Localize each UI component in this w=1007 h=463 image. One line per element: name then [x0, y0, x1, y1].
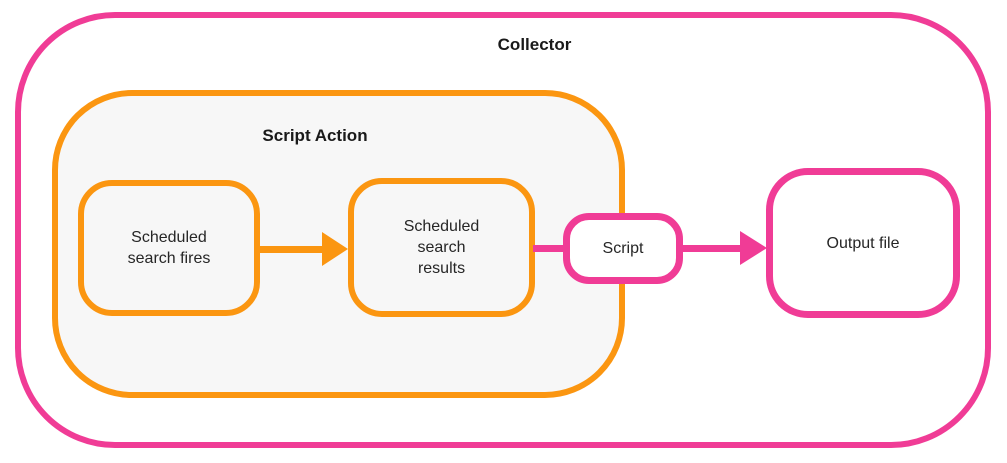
- collector-label: Collector: [497, 35, 572, 54]
- node-script: Script: [563, 213, 683, 284]
- script-action-label: Script Action: [262, 126, 368, 145]
- node-scheduled-search-fires-label: Scheduled search fires: [127, 229, 211, 267]
- node-output-file: Output file: [766, 168, 960, 318]
- node-output-file-label: Output file: [826, 234, 900, 252]
- node-script-label: Script: [602, 240, 644, 257]
- arrow-fires-to-results-shaft: [260, 246, 324, 253]
- arrow-script-to-output-shaft: [681, 245, 741, 252]
- connector-results-to-script: [533, 245, 567, 252]
- node-scheduled-search-results-label: Scheduled search results: [403, 218, 480, 277]
- node-scheduled-search-results: Scheduled search results: [348, 178, 535, 317]
- node-scheduled-search-fires: Scheduled search fires: [78, 180, 260, 316]
- arrow-fires-to-results-head-icon: [322, 232, 348, 266]
- arrow-script-to-output-head-icon: [740, 231, 767, 265]
